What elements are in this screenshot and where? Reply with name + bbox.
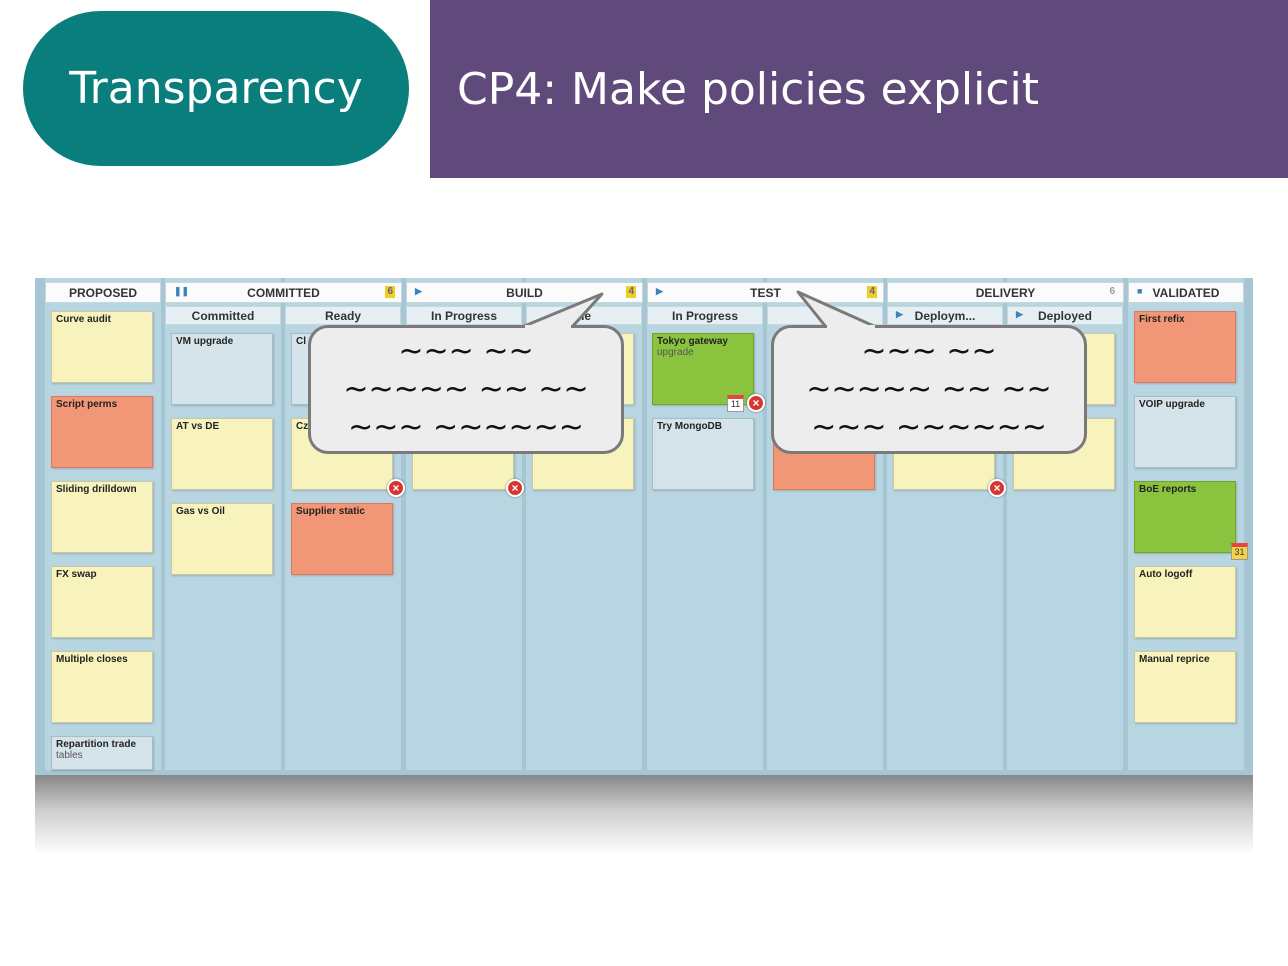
- card-title: Sliding drilldown: [56, 484, 137, 495]
- card-title: BoE reports: [1139, 484, 1197, 495]
- card-title: First refix: [1139, 314, 1185, 325]
- card-subtitle: upgrade: [657, 347, 694, 358]
- due-day: 31: [1234, 547, 1245, 557]
- card-at-vs-de[interactable]: AT vs DE: [171, 418, 273, 490]
- card-title: Script perms: [56, 399, 118, 410]
- blocked-icon[interactable]: ×: [387, 479, 405, 497]
- group-header-test[interactable]: ▶ TEST 4: [647, 282, 884, 303]
- card-manual-reprice[interactable]: Manual reprice: [1134, 651, 1236, 723]
- due-date-calendar-icon[interactable]: 11: [727, 395, 744, 412]
- transparency-title-pill: Transparency: [23, 11, 409, 166]
- group-header-delivery[interactable]: DELIVERY 6: [887, 282, 1124, 303]
- card-vm-upgrade[interactable]: VM upgrade: [171, 333, 273, 405]
- card-title: AT vs DE: [176, 421, 220, 432]
- group-label: COMMITTED: [247, 285, 320, 300]
- card-title: Curve audit: [56, 314, 112, 325]
- card-voip-upgrade[interactable]: VOIP upgrade: [1134, 396, 1236, 468]
- card-auto-logoff[interactable]: Auto logoff: [1134, 566, 1236, 638]
- callout-line: ~~~~~ ~~ ~~: [343, 371, 589, 407]
- card-title: Cz: [296, 421, 309, 432]
- column-header-build-in-progress[interactable]: In Progress: [406, 306, 522, 325]
- play-icon: ▶: [415, 286, 422, 296]
- card-title: Manual reprice: [1139, 654, 1210, 665]
- card-title: Cl: [296, 336, 306, 347]
- group-header-validated[interactable]: ■ VALIDATED: [1128, 282, 1244, 303]
- callout-line: ~~~ ~~~~~~: [348, 409, 584, 445]
- group-header-build[interactable]: ▶ BUILD 4: [406, 282, 643, 303]
- wip-count-badge: 4: [867, 286, 877, 298]
- column-label: ne: [576, 308, 591, 323]
- card-boe-reports[interactable]: BoE reports: [1134, 481, 1236, 553]
- card-title: FX swap: [56, 569, 97, 580]
- right-callout-bubble: ~~~ ~~ ~~~~~ ~~ ~~ ~~~ ~~~~~~: [771, 325, 1087, 454]
- card-fx-swap[interactable]: FX swap: [51, 566, 153, 638]
- card-subtitle: tables: [56, 750, 83, 761]
- pause-icon: ❚❚: [174, 286, 190, 296]
- column-label: Deployed: [1037, 308, 1092, 323]
- column-label: In Progress: [671, 308, 739, 323]
- group-label: VALIDATED: [1152, 285, 1220, 300]
- board-shadow: [35, 775, 1253, 855]
- card-try-mongodb[interactable]: Try MongoDB: [652, 418, 754, 490]
- card-title: Supplier static: [296, 506, 365, 517]
- card-title: Tokyo gateway: [657, 336, 728, 347]
- due-date-calendar-icon[interactable]: 31: [1231, 543, 1248, 560]
- card-title: Try MongoDB: [657, 421, 722, 432]
- play-icon: ▶: [896, 309, 903, 319]
- group-header-committed[interactable]: ❚❚ COMMITTED 6: [165, 282, 402, 303]
- card-title: Repartition trade: [56, 739, 137, 750]
- card-first-refix[interactable]: First refix: [1134, 311, 1236, 383]
- column-header-committed[interactable]: Committed: [165, 306, 281, 325]
- slide-heading: CP4: Make policies explicit: [457, 63, 1040, 115]
- card-gas-vs-oil[interactable]: Gas vs Oil: [171, 503, 273, 575]
- card-title: VM upgrade: [176, 336, 234, 347]
- callout-line: ~~~~~ ~~ ~~: [806, 371, 1052, 407]
- card-title: Auto logoff: [1139, 569, 1193, 580]
- wip-count-badge: 6: [385, 286, 395, 298]
- card-title: Gas vs Oil: [176, 506, 225, 517]
- card-multiple-closes[interactable]: Multiple closes: [51, 651, 153, 723]
- column-label: Ready: [324, 308, 362, 323]
- column-label: Committed: [191, 308, 255, 323]
- group-label: DELIVERY: [975, 285, 1036, 300]
- card-supplier-static[interactable]: Supplier static: [291, 503, 393, 575]
- callout-text: ~~~ ~~ ~~~~~ ~~ ~~ ~~~ ~~~~~~: [774, 328, 1084, 451]
- card-curve-audit[interactable]: Curve audit: [51, 311, 153, 383]
- column-header-build-done[interactable]: ne: [526, 306, 642, 325]
- column-header-test-in-progress[interactable]: In Progress: [647, 306, 763, 325]
- play-icon: ▶: [1016, 309, 1023, 319]
- callout-line: ~~~ ~~~~~~: [811, 409, 1047, 445]
- group-header-proposed[interactable]: PROPOSED: [45, 282, 161, 303]
- card-title: Multiple closes: [56, 654, 128, 665]
- card-script-perms[interactable]: Script perms: [51, 396, 153, 468]
- column-header-deployed[interactable]: ▶ Deployed: [1007, 306, 1123, 325]
- column-label: In Progress: [430, 308, 498, 323]
- heading-bar: CP4: Make policies explicit: [430, 0, 1288, 178]
- card-sliding-drilldown[interactable]: Sliding drilldown: [51, 481, 153, 553]
- column-label: Deploym...: [914, 308, 976, 323]
- wip-count-badge: 6: [1109, 286, 1115, 297]
- play-icon: ▶: [656, 286, 663, 296]
- group-label: TEST: [750, 285, 781, 300]
- callout-text: ~~~ ~~ ~~~~~ ~~ ~~ ~~~ ~~~~~~: [311, 328, 621, 451]
- group-label: PROPOSED: [68, 285, 137, 300]
- blocked-icon[interactable]: ×: [506, 479, 524, 497]
- pill-title: Transparency: [69, 63, 363, 114]
- stop-icon: ■: [1137, 286, 1143, 296]
- blocked-icon[interactable]: ×: [988, 479, 1006, 497]
- card-title: VOIP upgrade: [1139, 399, 1205, 410]
- due-day: 11: [730, 399, 741, 409]
- column-header-ready[interactable]: Ready: [285, 306, 401, 325]
- group-label: BUILD: [506, 285, 543, 300]
- blocked-icon[interactable]: ×: [747, 394, 765, 412]
- wip-count-badge: 4: [626, 286, 636, 298]
- column-label: D: [820, 308, 830, 323]
- column-header-deploying[interactable]: ▶ Deploym...: [887, 306, 1003, 325]
- column-header-test-done[interactable]: D: [767, 306, 883, 325]
- callout-line: ~~~ ~~: [861, 333, 997, 369]
- callout-line: ~~~ ~~: [398, 333, 534, 369]
- left-callout-bubble: ~~~ ~~ ~~~~~ ~~ ~~ ~~~ ~~~~~~: [308, 325, 624, 454]
